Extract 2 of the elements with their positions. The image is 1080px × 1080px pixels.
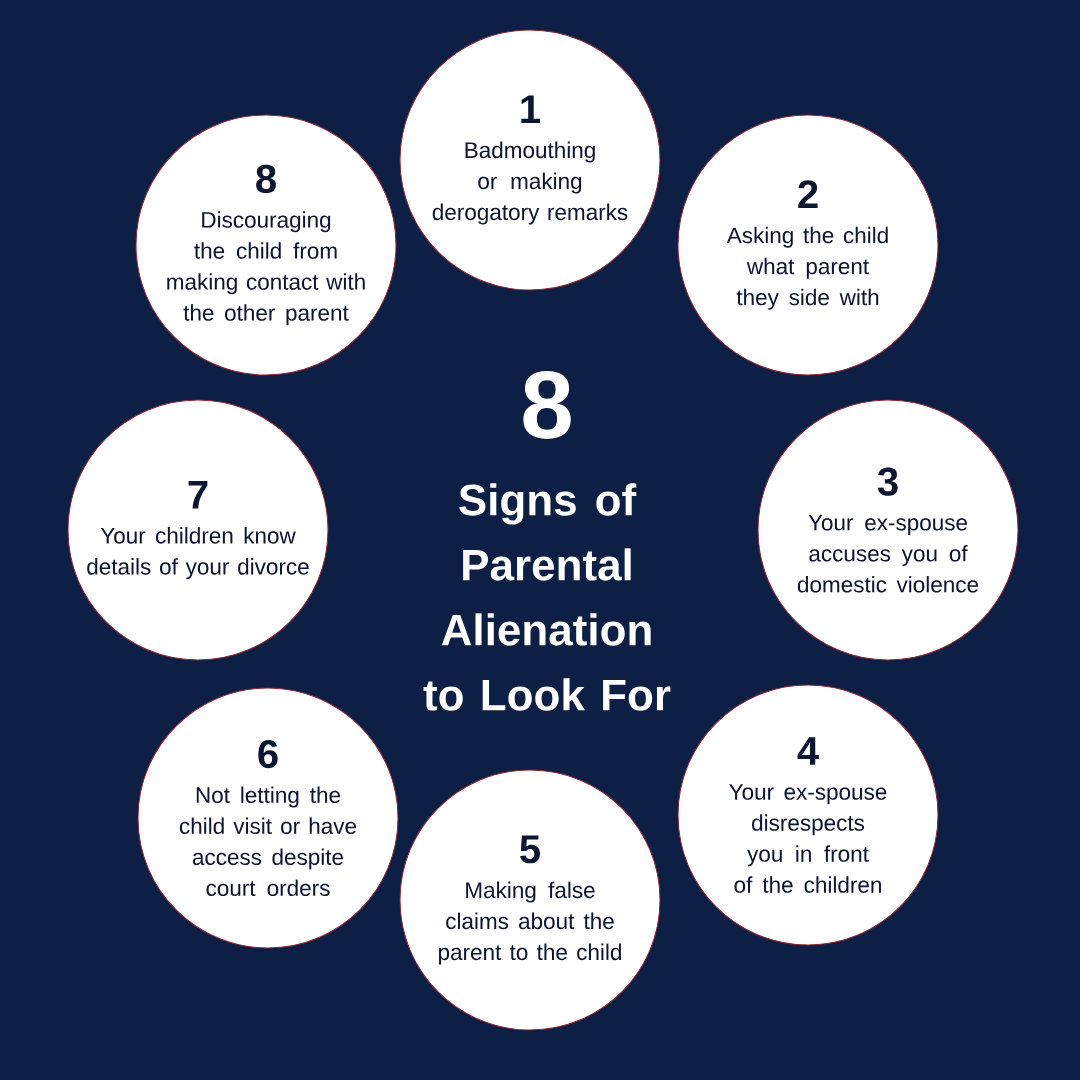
big-number: 8 (523, 371, 571, 439)
title: Signs of Parental Alienation to Look For (423, 483, 671, 711)
